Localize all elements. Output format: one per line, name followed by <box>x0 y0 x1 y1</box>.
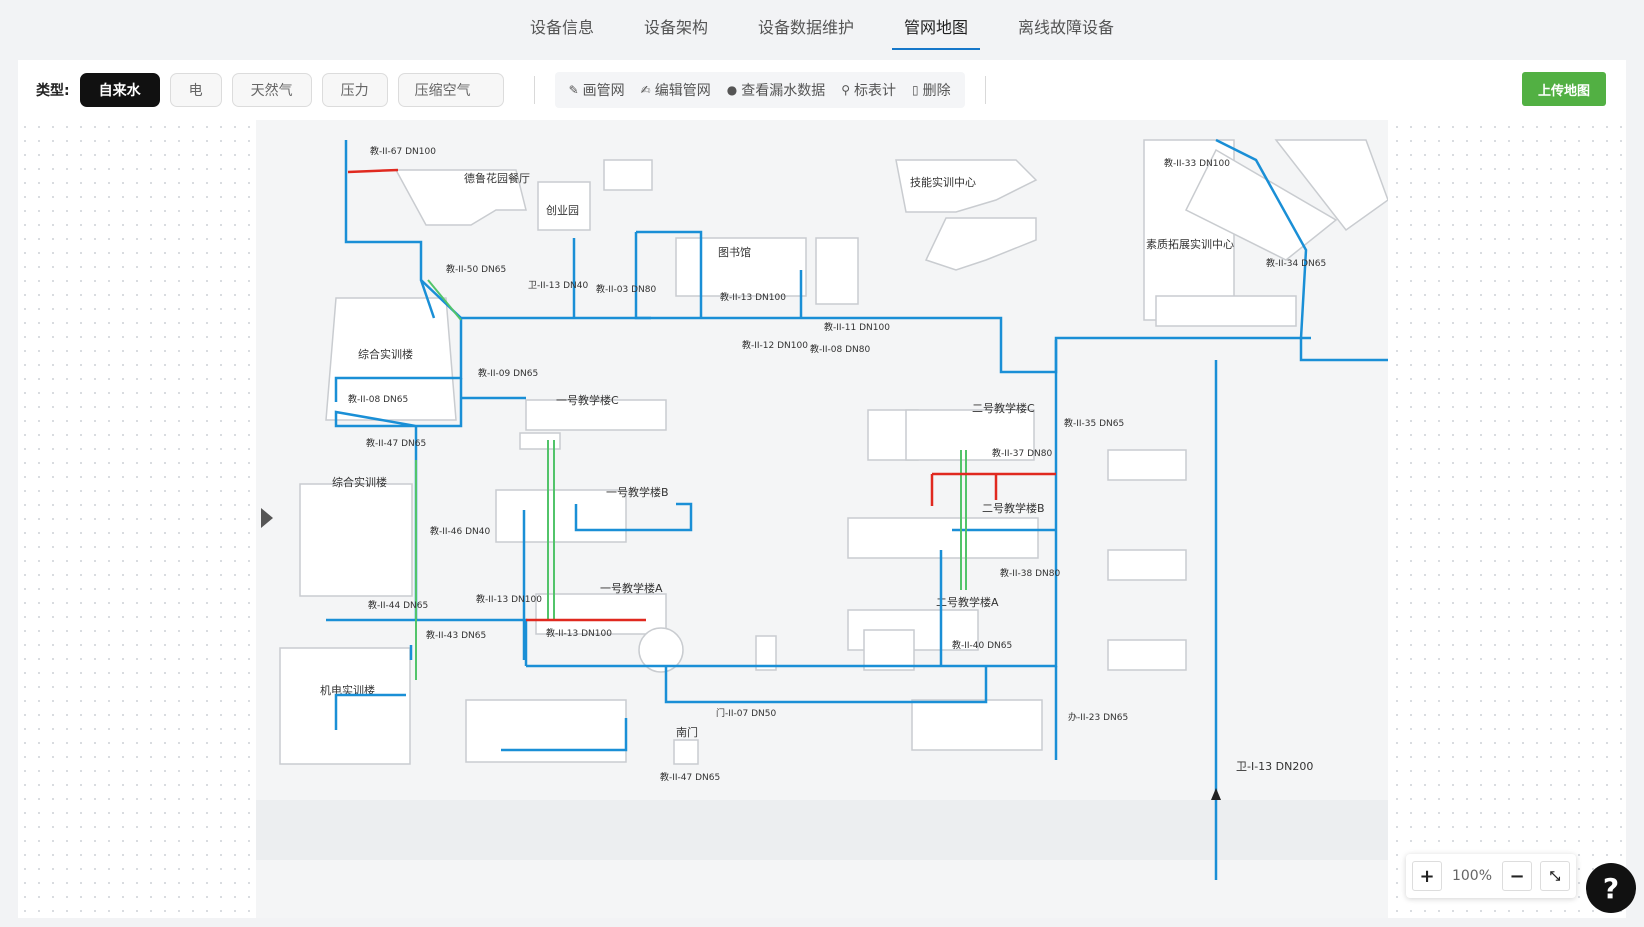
delete-label: 删除 <box>922 83 951 99</box>
pipe-label: 门-II-07 DN50 <box>716 707 777 719</box>
main-panel: 类型: 自来水 电 天然气 压力 压缩空气 ✎ 画管网 ✍ 编辑管网 ● 查看漏… <box>18 60 1626 918</box>
pin-icon: ⚲ <box>841 83 851 97</box>
label-restaurant: 德鲁花园餐厅 <box>464 171 530 185</box>
fit-view-button[interactable]: ⤡ <box>1540 861 1570 891</box>
label-building-2c: 二号教学楼C <box>972 401 1035 415</box>
pipe-label: 教-II-08 DN65 <box>348 393 408 405</box>
label-building-2a: 二号教学楼A <box>936 595 999 609</box>
building-group <box>279 139 1388 765</box>
trash-icon: ▯ <box>912 83 919 97</box>
edit-network-label: 编辑管网 <box>654 83 711 99</box>
pipe-label: 教-II-38 DN80 <box>1000 567 1061 579</box>
tab-device-data-maintenance[interactable]: 设备数据维护 <box>757 18 854 37</box>
pipe-label: 教-II-43 DN65 <box>426 629 486 641</box>
pipe-lines-blue <box>326 138 1388 880</box>
pipe-label: 教-II-35 DN65 <box>1064 417 1124 429</box>
pipe-label: 教-II-09 DN65 <box>478 367 538 379</box>
map-canvas[interactable]: 德鲁花园餐厅 创业园 图书馆 技能实训中心 素质拓展实训中心 综合实训楼 一号教… <box>18 120 1626 918</box>
pipe-label: 教-II-12 DN100 <box>742 339 808 351</box>
zoom-out-button[interactable]: − <box>1502 861 1532 891</box>
pipe-label: 教-II-33 DN100 <box>1164 157 1230 169</box>
label-south-gate: 南门 <box>676 725 698 739</box>
type-chip-tap-water[interactable]: 自来水 <box>79 73 160 107</box>
expand-panel-arrow-icon[interactable] <box>261 508 273 528</box>
view-leak-data-tool[interactable]: ● 查看漏水数据 <box>719 74 833 106</box>
pipe-lines-red <box>347 168 1056 622</box>
type-chip-natural-gas[interactable]: 天然气 <box>231 73 312 107</box>
pipe-label: 教-II-34 DN65 <box>1266 257 1326 269</box>
mark-meter-label: 标表计 <box>854 83 897 99</box>
pipe-label: 教-II-47 DN65 <box>660 771 720 783</box>
map-toolbar: 类型: 自来水 电 天然气 压力 压缩空气 ✎ 画管网 ✍ 编辑管网 ● 查看漏… <box>36 72 1006 108</box>
pipe-label: 教-II-44 DN65 <box>368 599 428 611</box>
pipe-labels: 教-II-67 DN100 教-II-50 DN65 卫-II-13 DN40 … <box>348 145 1326 783</box>
pipe-label: 教-II-40 DN65 <box>952 639 1012 651</box>
pipe-network-drawing: 德鲁花园餐厅 创业园 图书馆 技能实训中心 素质拓展实训中心 综合实训楼 一号教… <box>256 120 1388 918</box>
inlet-marker-icon <box>1211 788 1221 800</box>
upload-map-button[interactable]: 上传地图 <box>1521 72 1606 106</box>
draw-network-tool[interactable]: ✎ 画管网 <box>561 74 633 106</box>
pipe-label: 教-II-67 DN100 <box>370 145 436 157</box>
zoom-control: + 100% − ⤡ <box>1406 854 1576 898</box>
tab-device-info[interactable]: 设备信息 <box>529 18 594 37</box>
tab-pipe-network-map[interactable]: 管网地图 <box>892 14 981 50</box>
pipe-label: 教-II-13 DN100 <box>476 593 542 605</box>
pipe-label: 教-II-13 DN100 <box>546 627 612 639</box>
label-skills-center: 技能实训中心 <box>910 175 976 189</box>
draw-network-label: 画管网 <box>582 83 625 99</box>
pipe-label: 办-II-23 DN65 <box>1068 711 1128 723</box>
type-label: 类型: <box>36 83 70 99</box>
view-leak-data-label: 查看漏水数据 <box>741 83 826 99</box>
pipe-label: 教-II-13 DN100 <box>720 291 786 303</box>
map-tool-group: ✎ 画管网 ✍ 编辑管网 ● 查看漏水数据 ⚲ 标表计 ▯ 删除 <box>554 72 965 108</box>
edit-network-tool[interactable]: ✍ 编辑管网 <box>633 74 719 106</box>
tab-offline-fault-devices[interactable]: 离线故障设备 <box>1018 18 1115 37</box>
zoom-in-button[interactable]: + <box>1412 861 1442 891</box>
toolbar-divider <box>533 76 535 104</box>
label-library: 图书馆 <box>718 245 751 259</box>
pipe-label: 教-II-50 DN65 <box>446 263 506 275</box>
mark-meter-tool[interactable]: ⚲ 标表计 <box>833 74 904 106</box>
pencil-icon: ✎ <box>568 83 579 97</box>
building-labels: 德鲁花园餐厅 创业园 图书馆 技能实训中心 素质拓展实训中心 综合实训楼 一号教… <box>320 171 1234 739</box>
label-expansion-center: 素质拓展实训中心 <box>1146 237 1234 251</box>
top-tab-bar: 设备信息 设备架构 设备数据维护 管网地图 离线故障设备 <box>0 0 1644 50</box>
label-building-1c: 一号教学楼C <box>556 393 619 407</box>
label-building-2b: 二号教学楼B <box>982 501 1045 515</box>
edit-icon: ✍ <box>640 83 651 97</box>
zoom-level: 100% <box>1451 868 1493 884</box>
pipe-label: 教-II-11 DN100 <box>824 321 890 333</box>
delete-tool[interactable]: ▯ 删除 <box>904 74 959 106</box>
type-chip-compressed-air[interactable]: 压缩空气 <box>397 73 504 107</box>
type-chip-electricity[interactable]: 电 <box>169 73 222 107</box>
label-startup-park: 创业园 <box>546 204 579 217</box>
label-mechanical: 机电实训楼 <box>320 683 375 697</box>
help-button[interactable]: ? <box>1586 863 1636 913</box>
label-building-1b: 一号教学楼B <box>606 485 669 499</box>
pipe-label: 卫-I-13 DN200 <box>1236 760 1313 773</box>
pipe-label: 教-II-08 DN80 <box>810 343 871 355</box>
pipe-lines-green <box>415 279 967 680</box>
campus-map-image[interactable]: 德鲁花园餐厅 创业园 图书馆 技能实训中心 素质拓展实训中心 综合实训楼 一号教… <box>256 120 1388 918</box>
pipe-label: 教-II-03 DN80 <box>596 283 657 295</box>
collapse-arrows-icon: ⤡ <box>1549 868 1561 884</box>
label-building-1a: 一号教学楼A <box>600 581 663 595</box>
toolbar-divider-2 <box>984 76 986 104</box>
label-comprehensive-2: 综合实训楼 <box>332 475 387 489</box>
pipe-label: 卫-II-13 DN40 <box>528 281 589 291</box>
label-comprehensive-1: 综合实训楼 <box>358 347 413 361</box>
pipe-label: 教-II-46 DN40 <box>430 525 491 537</box>
pipe-label: 教-II-47 DN65 <box>366 437 426 449</box>
type-chip-pressure[interactable]: 压力 <box>321 73 388 107</box>
tab-device-architecture[interactable]: 设备架构 <box>643 18 708 37</box>
pipe-label: 教-II-37 DN80 <box>992 447 1053 459</box>
drop-icon: ● <box>726 83 738 97</box>
